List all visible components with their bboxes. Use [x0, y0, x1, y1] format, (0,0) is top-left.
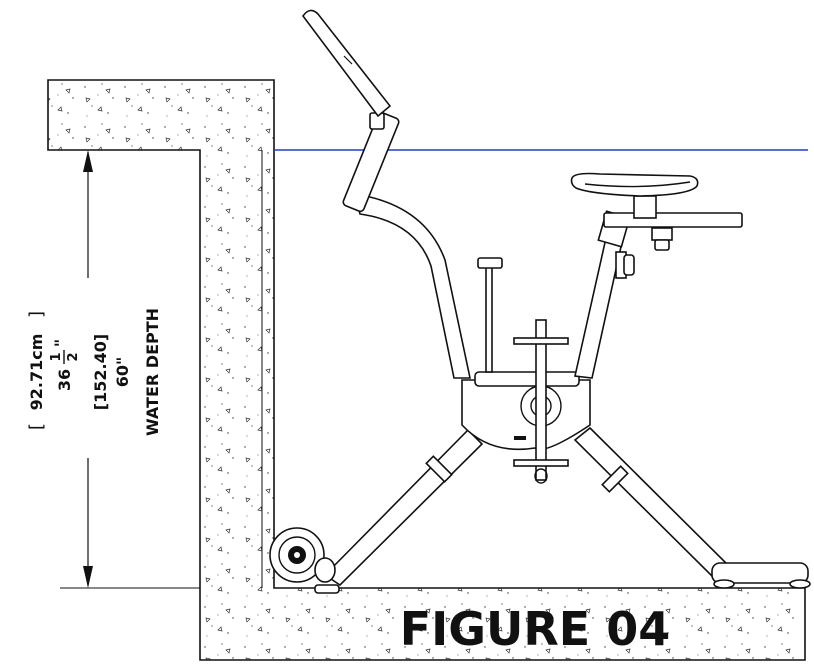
saddle: [570, 172, 699, 197]
transport-wheel: [269, 527, 340, 594]
depth-alt-label: [152.40]: [91, 334, 110, 410]
depth-dimension: 92.71cm [ ] 36 1 2 " [152.40] 60" WATER …: [26, 149, 200, 589]
seat-post: [574, 237, 623, 379]
arrow-down-icon: [83, 566, 93, 588]
right-foot: [711, 562, 809, 584]
figure-caption: FIGURE 04: [400, 602, 671, 656]
depth-inches-mark: ": [51, 339, 70, 347]
left-leg: [323, 428, 484, 587]
water-depth-caption: WATER DEPTH: [143, 308, 162, 436]
depth-alt-main: 60": [113, 357, 132, 388]
depth-cm-label: 92.71cm: [27, 334, 46, 411]
right-leg: [573, 426, 737, 584]
depth-inches-frac-den: 2: [66, 352, 81, 361]
front-column: [353, 193, 471, 379]
depth-inches-whole: 36: [55, 369, 74, 391]
depth-cm-bracket-left: [: [26, 423, 47, 430]
depth-cm-bracket-right: ]: [26, 311, 47, 318]
aqua-bike: [269, 9, 811, 594]
handlebar: [302, 9, 392, 118]
seat-slider: [603, 212, 743, 228]
arrow-up-icon: [83, 150, 93, 172]
depth-inches-frac-num: 1: [49, 352, 64, 361]
central-housing: [461, 379, 591, 451]
